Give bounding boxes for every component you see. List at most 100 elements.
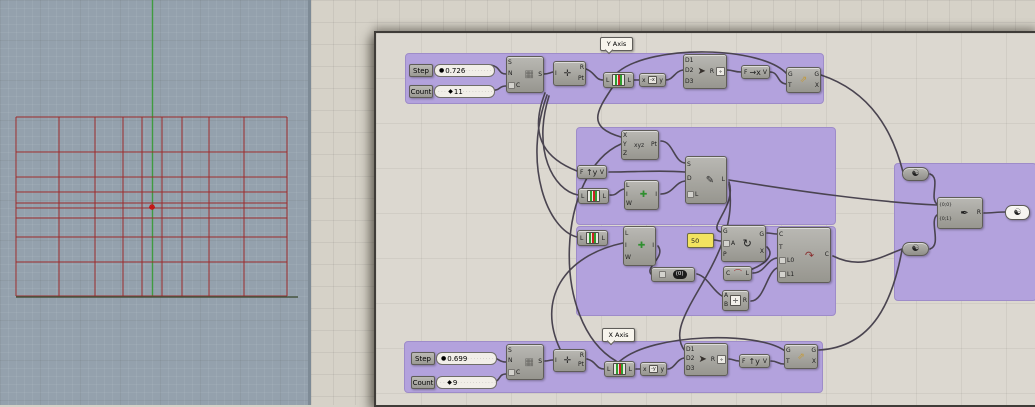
rotate-out-X[interactable]: X: [759, 247, 764, 255]
tree-bottom-in-D3[interactable]: D3: [686, 366, 694, 372]
move-top-out-X[interactable]: X: [814, 81, 819, 89]
length[interactable]: C⌒L: [723, 266, 752, 281]
series-top-in-N[interactable]: N: [508, 70, 513, 77]
rotate-out-G[interactable]: G: [759, 231, 764, 239]
count-slider-bottom[interactable]: ··◆9·············: [436, 376, 497, 389]
move-bottom-out-G[interactable]: G: [811, 347, 816, 355]
value-panel[interactable]: 50: [687, 233, 714, 248]
construct-point-out-Pt[interactable]: Pt: [651, 141, 657, 148]
tree-top-in-D3[interactable]: D3: [685, 78, 693, 85]
merge-paths-in-{0;0}[interactable]: {0;0}: [939, 203, 952, 209]
construct-point-in-Y[interactable]: Y: [623, 141, 627, 148]
move-bottom-in-T[interactable]: T: [786, 358, 790, 365]
series-bottom-out-S[interactable]: S: [538, 358, 542, 365]
cross-mid-in-I[interactable]: I: [626, 191, 628, 198]
division-out-R[interactable]: R: [742, 296, 747, 304]
random-top-out-Pt[interactable]: Pt: [578, 74, 584, 82]
tree-top-extra-toggle[interactable]: ✛: [716, 67, 725, 76]
series-bottom-in-N[interactable]: N: [508, 358, 513, 364]
cross-low-in-I[interactable]: I: [625, 243, 627, 249]
rhino-viewport[interactable]: [0, 0, 311, 405]
random-top-out-R[interactable]: R: [579, 64, 584, 72]
construct-point-in-X[interactable]: X: [623, 133, 627, 139]
rotate-in-G[interactable]: G: [723, 229, 728, 235]
step-slider-top[interactable]: ●0.726·············: [434, 64, 495, 77]
cross-low-out-I[interactable]: I: [652, 242, 654, 249]
line-sdl-out-L[interactable]: L: [721, 176, 725, 183]
step-slider-bottom[interactable]: ●0.699·············: [436, 352, 497, 365]
extend-curve-in-C[interactable]: C: [779, 232, 783, 238]
cross-low-in-L[interactable]: L: [625, 231, 628, 237]
move-top-out-G[interactable]: G: [814, 70, 819, 78]
rotate-in-P[interactable]: P: [723, 251, 727, 258]
merge-paths[interactable]: {0;0}{0;1}✒R: [937, 197, 983, 229]
step-slider-bottom-grip[interactable]: ●: [441, 355, 447, 362]
series-top-in-S[interactable]: S: [508, 60, 512, 66]
line-sdl-in-S[interactable]: S: [687, 162, 691, 168]
random-bottom-out-R[interactable]: R: [579, 351, 584, 359]
tree-top-in-D1[interactable]: D1: [685, 58, 693, 64]
series-top-out-S[interactable]: S: [538, 70, 542, 78]
division-in-B[interactable]: B: [724, 301, 728, 308]
tree-top-out-R[interactable]: R: [709, 67, 714, 75]
series-bottom-in-S[interactable]: S: [508, 348, 512, 354]
tree-bottom-out-R[interactable]: R: [710, 355, 715, 363]
cross-mid-in-L[interactable]: L: [626, 183, 629, 189]
cross-mid-in-W[interactable]: W: [626, 200, 632, 207]
curve-param-bottom[interactable]: ☯: [902, 242, 929, 256]
curve-param-top[interactable]: ☯: [902, 167, 929, 181]
tree-top-in-D2[interactable]: D2: [685, 68, 693, 74]
extend-curve-in-L1[interactable]: L1: [779, 270, 794, 278]
random-bottom-in-I[interactable]: I: [555, 357, 557, 364]
construct-point-in-Z[interactable]: Z: [623, 150, 627, 157]
cross-low-in-W[interactable]: W: [625, 255, 631, 261]
series-top-in-C[interactable]: C: [508, 81, 520, 89]
extend-curve-in-L0[interactable]: L0: [779, 257, 794, 265]
extend-curve-out-C[interactable]: C: [824, 251, 829, 258]
tree-bottom-extra-toggle[interactable]: ✛: [717, 355, 726, 364]
count-slider-top-grip[interactable]: ◆: [448, 88, 453, 95]
division-in-A[interactable]: A: [724, 293, 728, 299]
count-slider-top[interactable]: ···◆11·············: [434, 85, 495, 98]
step-slider-top-grip[interactable]: ●: [439, 67, 445, 74]
random-top-in-I[interactable]: I: [555, 70, 557, 77]
random-bottom-out-Pt[interactable]: Pt: [578, 361, 584, 369]
move-top-in-T[interactable]: T: [788, 82, 792, 89]
move-bottom-out-X[interactable]: X: [811, 357, 816, 365]
rotate-in-A[interactable]: A: [723, 239, 735, 247]
group-right[interactable]: [894, 163, 1035, 301]
merge-paths-out-R[interactable]: R: [976, 209, 981, 216]
curve-param-out[interactable]: ☯: [1005, 205, 1030, 220]
line-sdl-in-D[interactable]: D: [687, 176, 692, 182]
extend-curve-in-T[interactable]: T: [779, 244, 783, 251]
merge-paths-in-{0;1}[interactable]: {0;1}: [939, 217, 952, 223]
series-bottom-in-C[interactable]: C: [508, 368, 520, 376]
line-sdl-in-L[interactable]: L: [687, 190, 698, 198]
move-bottom-in-G[interactable]: G: [786, 348, 791, 354]
tree-bottom-in-D1[interactable]: D1: [686, 346, 694, 353]
